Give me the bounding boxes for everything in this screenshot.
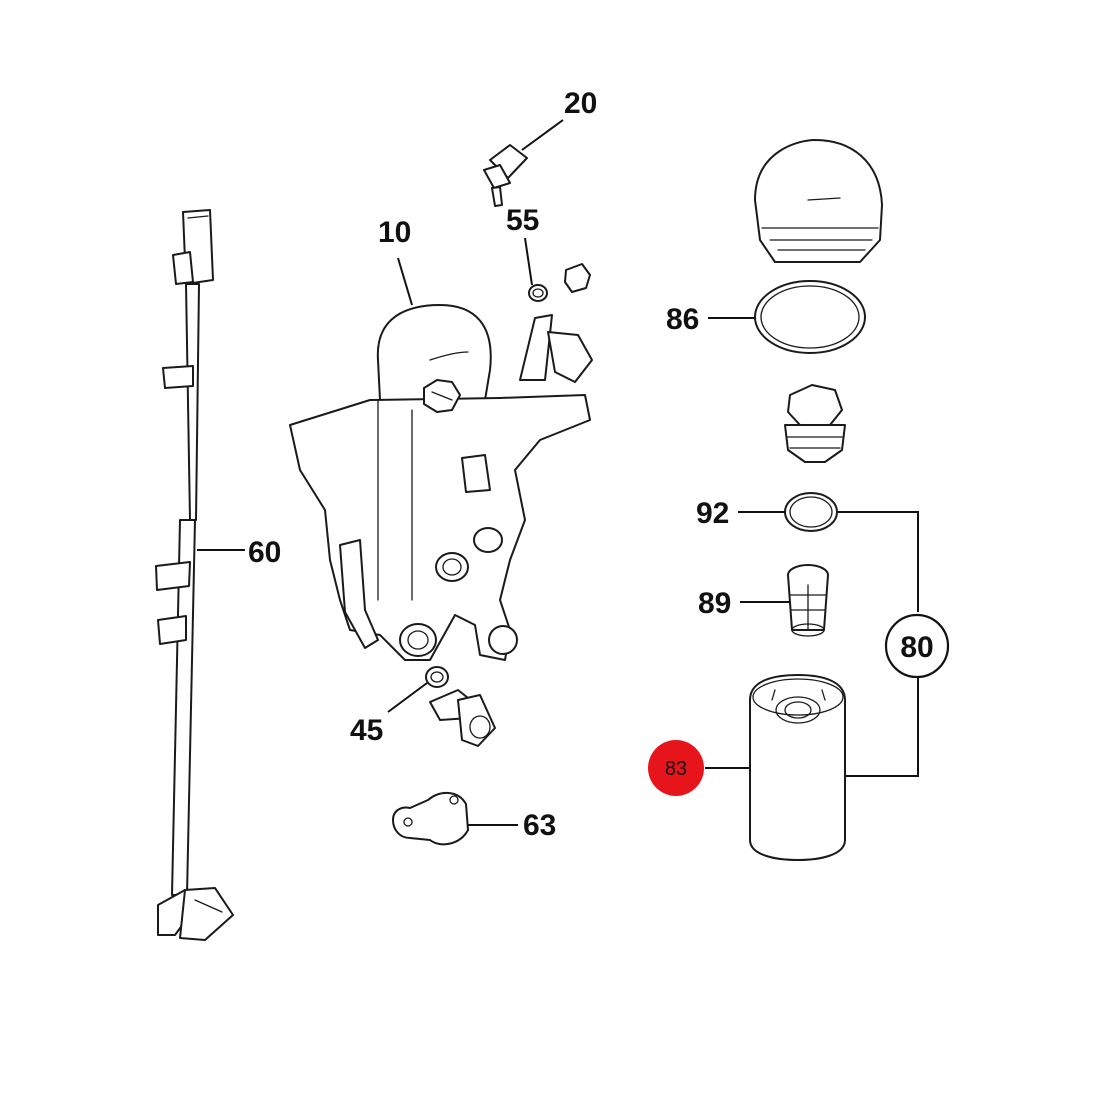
part-92-o-ring <box>784 492 838 532</box>
part-10-filter-housing <box>289 304 593 661</box>
part-55-seal <box>528 284 548 302</box>
filter-housing-cap <box>754 139 883 263</box>
callout-10: 10 <box>378 216 411 249</box>
part-60-wiring-harness <box>155 209 234 941</box>
callout-45: 45 <box>350 714 383 747</box>
small-plug-fitting <box>564 263 591 293</box>
part-83-filter-element <box>749 674 846 861</box>
callout-83: 83 <box>665 758 687 780</box>
callout-55: 55 <box>506 204 539 237</box>
drain-plug-valve <box>784 384 846 463</box>
callout-80: 80 <box>900 631 933 664</box>
callout-labels: 20 55 10 60 86 92 89 45 63 80 83 <box>248 87 950 842</box>
callout-80-circle <box>884 613 950 679</box>
part-89-strainer <box>787 564 829 637</box>
part-20-sensor <box>483 144 528 207</box>
callout-60: 60 <box>248 536 281 569</box>
callout-63: 63 <box>523 809 556 842</box>
leader-lines <box>197 119 919 826</box>
elbow-fitting <box>429 689 496 747</box>
callout-83-highlight <box>648 740 704 796</box>
callout-86: 86 <box>666 303 699 336</box>
callout-92: 92 <box>696 497 729 530</box>
part-45-seal <box>425 666 449 688</box>
callout-20: 20 <box>564 87 597 120</box>
part-86-o-ring <box>754 280 866 354</box>
part-63-flange-cover <box>392 792 469 846</box>
callout-89: 89 <box>698 587 731 620</box>
